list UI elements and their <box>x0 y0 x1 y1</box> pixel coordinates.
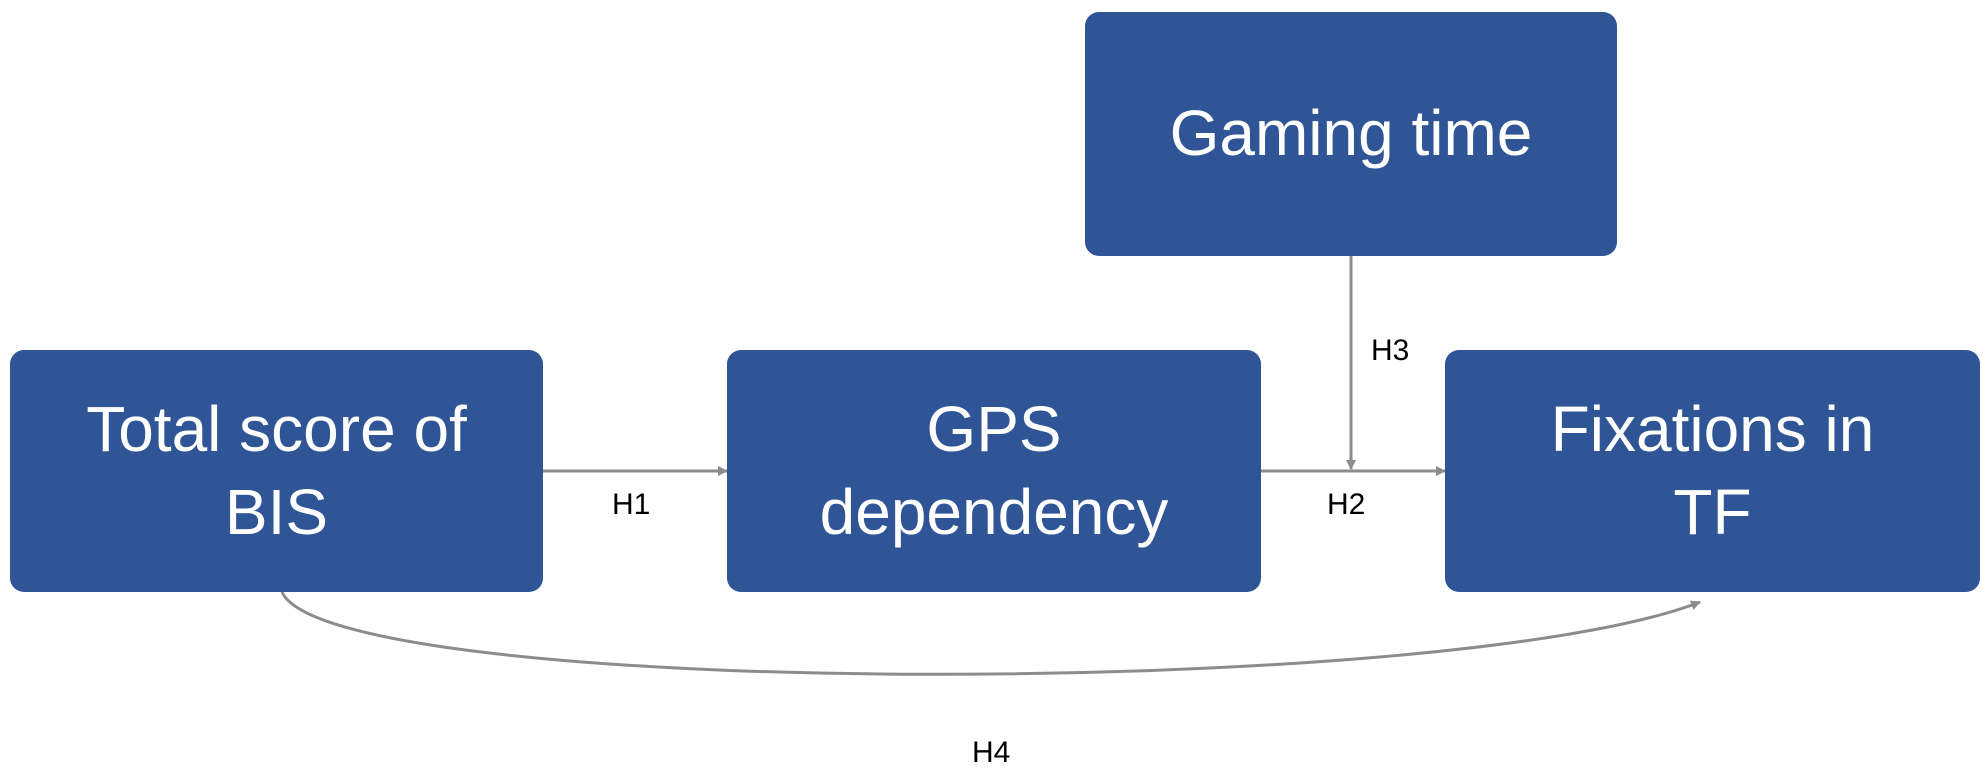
node-gaming-time: Gaming time <box>1085 12 1617 256</box>
node-gps-dependency-label: GPS dependency <box>819 392 1169 548</box>
node-gps-dependency: GPS dependency <box>727 350 1261 592</box>
node-total-score-bis-label: Total score of BIS <box>86 392 467 548</box>
edge-label-h3: H3 <box>1371 334 1410 367</box>
node-gaming-time-label: Gaming time <box>1169 97 1533 170</box>
node-total-score-bis: Total score of BIS <box>10 350 543 592</box>
node-fixations-tf: Fixations in TF <box>1445 350 1980 592</box>
edge-h4-arrow <box>280 591 1701 676</box>
edge-label-h2: H2 <box>1327 488 1366 521</box>
node-fixations-tf-label: Fixations in TF <box>1550 392 1875 548</box>
edge-label-h4: H4 <box>972 736 1011 769</box>
edge-label-h1: H1 <box>612 488 651 521</box>
